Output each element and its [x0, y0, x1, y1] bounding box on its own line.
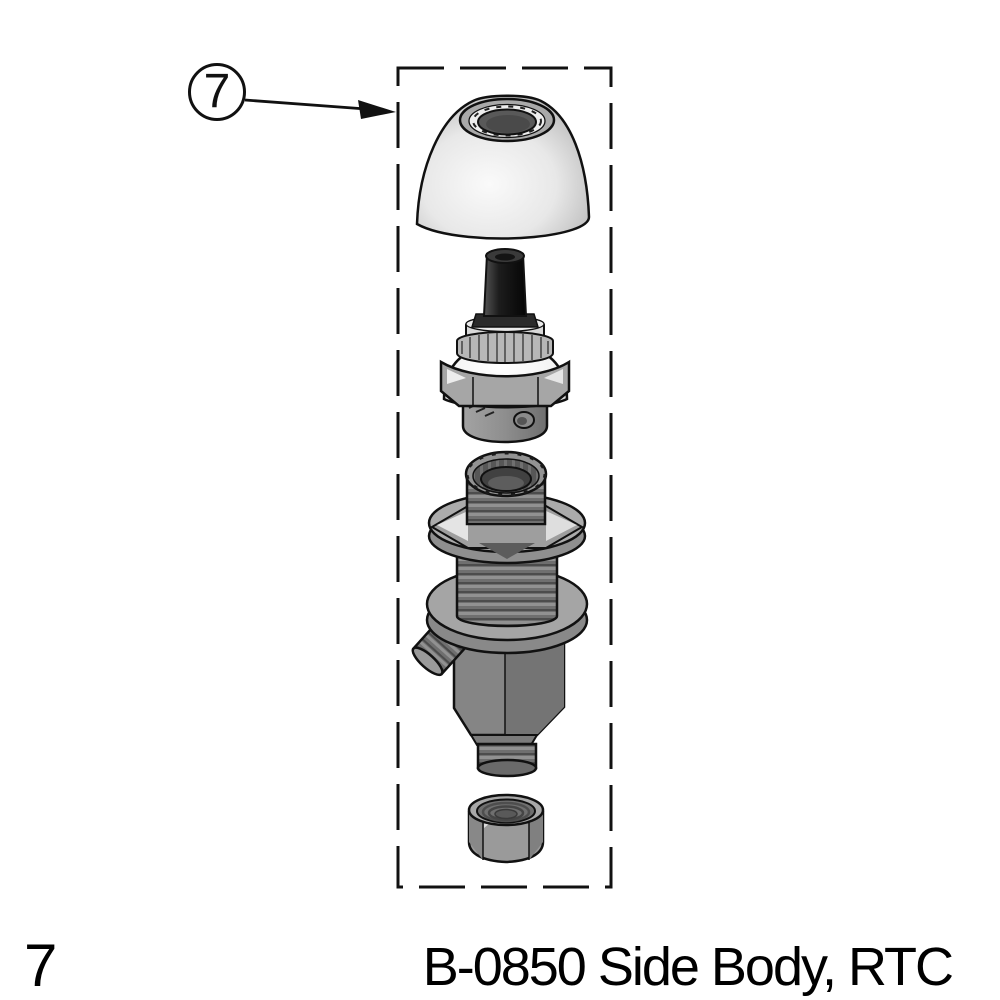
part-side-body [411, 450, 589, 778]
part-dome-escutcheon-cap [415, 94, 591, 240]
caption-item-number: 7 [24, 932, 58, 999]
caption-title: B-0850 Side Body, RTC [422, 937, 954, 997]
nut-thread-ring-1 [481, 801, 531, 823]
callout-number: 7 [203, 65, 231, 118]
nut-thread-ring-2 [487, 805, 525, 821]
body-rim-thread-ticks [465, 451, 547, 497]
body-threaded-shank [455, 546, 559, 628]
body-hex-right-face [505, 637, 564, 735]
nut-facet-lines [482, 818, 530, 860]
cartridge-hex-highlight-left [447, 369, 466, 384]
nut-bore [494, 808, 518, 820]
cartridge-hex-highlight-right [544, 369, 563, 384]
locknut-shadow-notch [479, 543, 535, 559]
nut-left-facet [469, 812, 483, 860]
arrowhead-icon [358, 100, 396, 119]
nut-right-facet [529, 812, 543, 860]
callout-balloon: 7 [188, 63, 246, 121]
locknut-highlight-left [437, 511, 468, 541]
cartridge-port-hole [517, 417, 527, 425]
cartridge-hex-facet-lines [472, 377, 539, 405]
body-outlet-end [476, 758, 538, 778]
callout-leader-arrow [244, 98, 396, 119]
body-bore-bottom [488, 476, 524, 490]
knurl-ticks [461, 333, 549, 362]
dome-hole-shadow [486, 115, 530, 133]
part-coupling-nut [467, 793, 545, 864]
stem-top-hole [495, 253, 515, 261]
locknut-highlight-right [546, 511, 577, 541]
dashed-boundary-box [396, 66, 613, 889]
part-valve-cartridge [439, 248, 571, 444]
